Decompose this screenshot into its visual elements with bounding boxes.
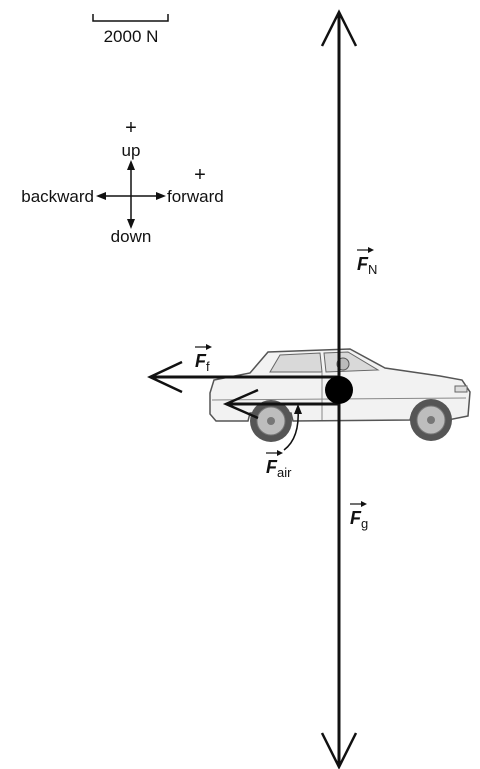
scale-bar: 2000 N <box>92 14 169 46</box>
backward-label: backward <box>21 187 94 206</box>
normal-force-vector <box>320 9 358 390</box>
up-label: up <box>122 141 141 160</box>
air-force-symbol: F <box>266 457 278 477</box>
air-label-pointer <box>283 404 302 451</box>
friction-force-subscript: f <box>206 359 210 374</box>
normal-force-label: FN <box>357 247 377 277</box>
svg-text:Ff: Ff <box>195 351 210 374</box>
normal-force-symbol: F <box>357 254 369 274</box>
svg-text:Fg: Fg <box>350 508 368 531</box>
friction-force-label: Ff <box>195 344 212 374</box>
gravity-force-symbol: F <box>350 508 362 528</box>
air-resistance-force-vector <box>222 388 339 420</box>
gravity-force-label: Fg <box>350 501 368 531</box>
svg-text:Fair: Fair <box>266 457 292 480</box>
down-label: down <box>111 227 152 246</box>
forward-label: forward <box>167 187 224 206</box>
forward-plus-sign: + <box>194 164 206 186</box>
center-of-mass-dot <box>325 376 353 404</box>
up-plus-sign: + <box>125 117 137 139</box>
air-force-label: Fair <box>266 450 292 480</box>
direction-key: + up down + forward backward <box>21 117 223 246</box>
rear-wheel <box>250 400 292 442</box>
normal-force-subscript: N <box>368 262 377 277</box>
svg-text:FN: FN <box>357 254 377 277</box>
friction-force-symbol: F <box>195 351 207 371</box>
gravity-force-vector <box>320 390 358 769</box>
scale-label: 2000 N <box>104 27 159 46</box>
air-force-subscript: air <box>277 465 292 480</box>
front-wheel <box>410 399 452 441</box>
gravity-force-subscript: g <box>361 516 368 531</box>
friction-force-vector <box>147 360 339 394</box>
